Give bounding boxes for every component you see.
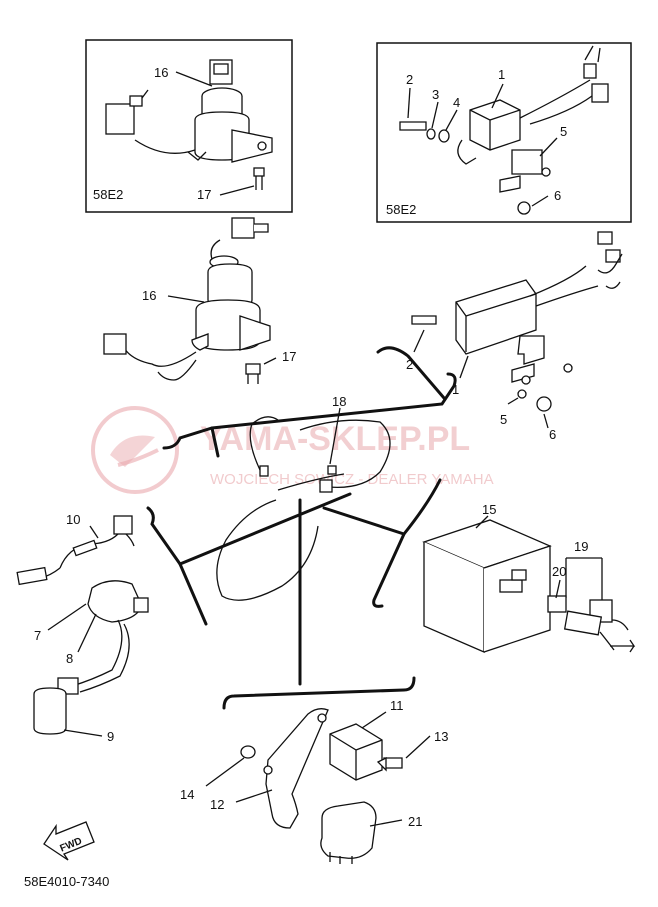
callout-19: 19 — [574, 539, 588, 554]
forward-arrow-icon: FWD — [43, 821, 95, 861]
inset-box-left — [85, 39, 293, 213]
inset-box-right — [376, 42, 632, 223]
callout-16-top: 16 — [154, 65, 168, 80]
callout-18: 18 — [332, 394, 346, 409]
fuse-holder-assembly — [547, 557, 636, 653]
callout-11: 11 — [390, 698, 404, 713]
callout-17-top: 17 — [197, 187, 211, 202]
callout-3: 3 — [432, 87, 439, 102]
callout-4: 4 — [453, 95, 460, 110]
callout-5-top: 5 — [560, 124, 567, 139]
callout-1-top: 1 — [498, 67, 505, 82]
figure-code: 58E4010-7340 — [24, 874, 109, 889]
main-switch-assembly — [103, 217, 277, 384]
callout-6-top: 6 — [554, 188, 561, 203]
relay-assembly — [205, 708, 431, 864]
cdi-unit-assembly — [411, 231, 623, 429]
callout-17: 17 — [282, 349, 296, 364]
watermark-subtext: WOJCIECH SOWICZ - DEALER YAMAHA — [210, 471, 494, 488]
variant-label-left: 58E2 — [93, 187, 123, 202]
battery-assembly — [422, 515, 552, 653]
callout-6: 6 — [549, 427, 556, 442]
callout-21: 21 — [408, 814, 422, 829]
callout-2-top: 2 — [406, 72, 413, 87]
ignition-coil-assembly — [16, 515, 149, 737]
callout-20: 20 — [552, 564, 566, 579]
callout-12: 12 — [210, 797, 224, 812]
callout-2: 2 — [406, 357, 413, 372]
callout-8: 8 — [66, 651, 73, 666]
variant-label-right: 58E2 — [386, 202, 416, 217]
wire-harness — [216, 407, 391, 601]
group-brace-lines — [146, 346, 457, 710]
callout-10: 10 — [66, 512, 80, 527]
callout-1: 1 — [452, 382, 459, 397]
callout-14: 14 — [180, 787, 194, 802]
callout-7: 7 — [34, 628, 41, 643]
watermark-logo — [91, 406, 179, 494]
callout-9: 9 — [107, 729, 114, 744]
callout-15: 15 — [482, 502, 496, 517]
callout-13: 13 — [434, 729, 448, 744]
callout-5: 5 — [500, 412, 507, 427]
callout-16: 16 — [142, 288, 156, 303]
